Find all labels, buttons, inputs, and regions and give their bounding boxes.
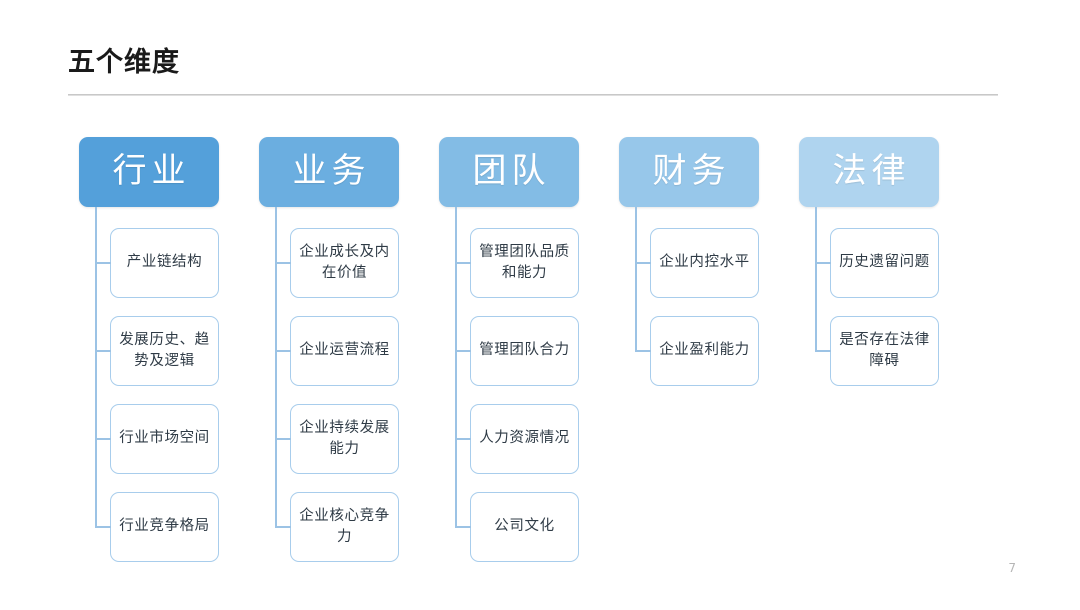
- dimension-column-finance: 财务企业内控水平企业盈利能力: [619, 137, 759, 386]
- dimension-children-business: 企业成长及内在价值企业运营流程企业持续发展能力企业核心竞争力: [290, 228, 399, 562]
- dimension-item-label: 企业持续发展能力: [299, 419, 390, 457]
- dimension-item-label: 管理团队合力: [479, 342, 570, 359]
- dimension-column-business: 业务企业成长及内在价值企业运营流程企业持续发展能力企业核心竞争力: [259, 137, 399, 562]
- dimension-item-label: 行业市场空间: [119, 430, 210, 447]
- dimension-children-legal: 历史遗留问题是否存在法律障碍: [830, 228, 939, 386]
- dimension-header-label: 法律: [832, 153, 911, 190]
- dimension-item[interactable]: 行业市场空间: [110, 404, 219, 474]
- dimension-item-label: 企业内控水平: [659, 254, 750, 271]
- dimension-item[interactable]: 是否存在法律障碍: [830, 316, 939, 386]
- dimension-header-business[interactable]: 业务: [259, 137, 399, 207]
- dimension-header-legal[interactable]: 法律: [799, 137, 939, 207]
- dimension-item[interactable]: 管理团队品质和能力: [470, 228, 579, 298]
- dimension-item-label: 发展历史、趋势及逻辑: [119, 331, 210, 369]
- dimension-item-label: 企业盈利能力: [659, 342, 750, 359]
- dimension-column-industry: 行业产业链结构发展历史、趋势及逻辑行业市场空间行业竞争格局: [79, 137, 219, 562]
- dimension-item[interactable]: 产业链结构: [110, 228, 219, 298]
- dimension-item-label: 行业竞争格局: [119, 518, 210, 535]
- dimension-children-team: 管理团队品质和能力管理团队合力人力资源情况公司文化: [470, 228, 579, 562]
- connector-trunk-legal: [815, 207, 817, 351]
- dimension-column-team: 团队管理团队品质和能力管理团队合力人力资源情况公司文化: [439, 137, 579, 562]
- page-number: 7: [1008, 561, 1016, 575]
- dimension-children-finance: 企业内控水平企业盈利能力: [650, 228, 759, 386]
- dimension-item-label: 企业成长及内在价值: [299, 243, 390, 281]
- dimension-item-label: 企业核心竞争力: [299, 507, 390, 545]
- dimension-children-industry: 产业链结构发展历史、趋势及逻辑行业市场空间行业竞争格局: [110, 228, 219, 562]
- dimension-column-legal: 法律历史遗留问题是否存在法律障碍: [799, 137, 939, 386]
- connector-trunk-finance: [635, 207, 637, 351]
- dimension-item-label: 企业运营流程: [299, 342, 390, 359]
- dimension-item[interactable]: 行业竞争格局: [110, 492, 219, 562]
- dimension-header-finance[interactable]: 财务: [619, 137, 759, 207]
- dimension-item-label: 是否存在法律障碍: [839, 331, 930, 369]
- dimension-header-label: 团队: [472, 153, 551, 190]
- dimension-item[interactable]: 人力资源情况: [470, 404, 579, 474]
- dimension-item[interactable]: 企业成长及内在价值: [290, 228, 399, 298]
- connector-trunk-industry: [95, 207, 97, 527]
- connector-trunk-business: [275, 207, 277, 527]
- dimension-item[interactable]: 管理团队合力: [470, 316, 579, 386]
- dimension-item-label: 公司文化: [494, 518, 555, 535]
- dimension-item[interactable]: 企业核心竞争力: [290, 492, 399, 562]
- dimension-item[interactable]: 企业持续发展能力: [290, 404, 399, 474]
- dimension-header-label: 业务: [292, 153, 371, 190]
- connector-trunk-team: [455, 207, 457, 527]
- dimension-header-industry[interactable]: 行业: [79, 137, 219, 207]
- page-title: 五个维度: [68, 47, 180, 78]
- dimension-item[interactable]: 企业盈利能力: [650, 316, 759, 386]
- dimension-header-label: 财务: [652, 153, 731, 190]
- dimension-item-label: 管理团队品质和能力: [479, 243, 570, 281]
- dimension-header-team[interactable]: 团队: [439, 137, 579, 207]
- dimension-item-label: 人力资源情况: [479, 430, 570, 447]
- dimension-header-label: 行业: [112, 153, 191, 190]
- title-divider: [68, 94, 998, 96]
- dimension-item[interactable]: 发展历史、趋势及逻辑: [110, 316, 219, 386]
- dimension-item-label: 历史遗留问题: [839, 254, 930, 271]
- dimension-item[interactable]: 历史遗留问题: [830, 228, 939, 298]
- dimension-item[interactable]: 公司文化: [470, 492, 579, 562]
- dimension-item[interactable]: 企业运营流程: [290, 316, 399, 386]
- dimension-item[interactable]: 企业内控水平: [650, 228, 759, 298]
- dimension-item-label: 产业链结构: [126, 254, 203, 271]
